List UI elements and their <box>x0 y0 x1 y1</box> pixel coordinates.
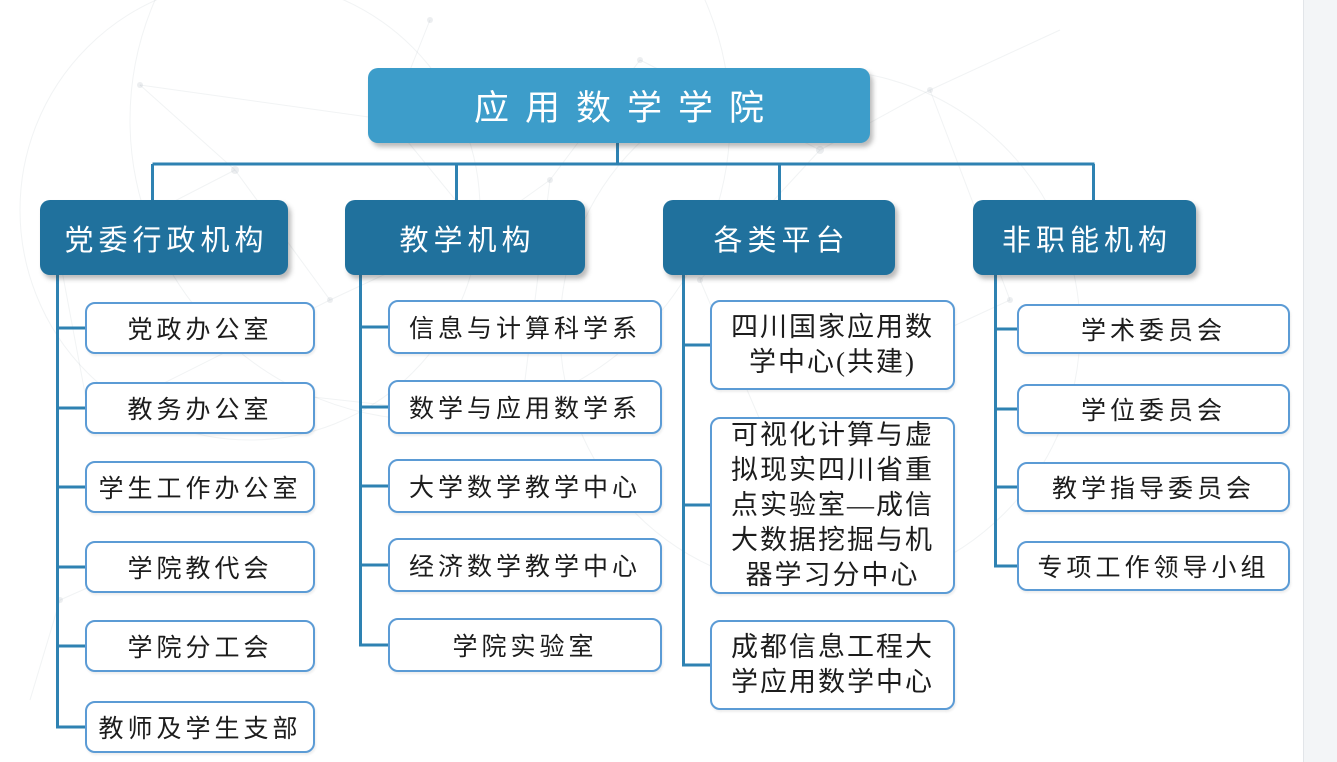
leaf-node: 党政办公室 <box>85 302 315 354</box>
root-node: 应用数学学院 <box>368 68 870 143</box>
page-edge-margin <box>1303 0 1337 762</box>
leaf-node: 学院教代会 <box>85 541 315 593</box>
leaf-node: 四川国家应用数学中心(共建) <box>710 300 955 390</box>
leaf-node: 学院实验室 <box>388 618 662 672</box>
connector-branch-3 <box>682 273 710 667</box>
leaf-node: 学生工作办公室 <box>85 461 315 513</box>
branch-node-teaching: 教学机构 <box>345 200 585 275</box>
leaf-node: 教务办公室 <box>85 382 315 434</box>
leaf-node: 信息与计算科学系 <box>388 300 662 354</box>
leaf-node: 成都信息工程大学应用数学中心 <box>710 620 955 710</box>
leaf-node: 数学与应用数学系 <box>388 380 662 434</box>
leaf-node: 教师及学生支部 <box>85 701 315 753</box>
branch-node-party-admin: 党委行政机构 <box>40 200 288 275</box>
connector-branch-1 <box>56 273 85 729</box>
connector-branch-4 <box>994 273 1017 568</box>
leaf-node: 专项工作领导小组 <box>1017 541 1290 591</box>
leaf-node: 学术委员会 <box>1017 304 1290 354</box>
leaf-node: 可视化计算与虚拟现实四川省重点实验室—成信大数据挖掘与机器学习分中心 <box>710 417 955 594</box>
leaf-node: 学位委员会 <box>1017 384 1290 434</box>
leaf-node: 教学指导委员会 <box>1017 462 1290 512</box>
branch-node-non-functional: 非职能机构 <box>973 200 1196 275</box>
leaf-node: 经济数学教学中心 <box>388 538 662 592</box>
branch-node-platforms: 各类平台 <box>663 200 895 275</box>
leaf-node: 大学数学教学中心 <box>388 459 662 513</box>
leaf-node: 学院分工会 <box>85 620 315 672</box>
connector-branch-2 <box>359 273 388 647</box>
connector-root-level <box>151 143 1095 200</box>
